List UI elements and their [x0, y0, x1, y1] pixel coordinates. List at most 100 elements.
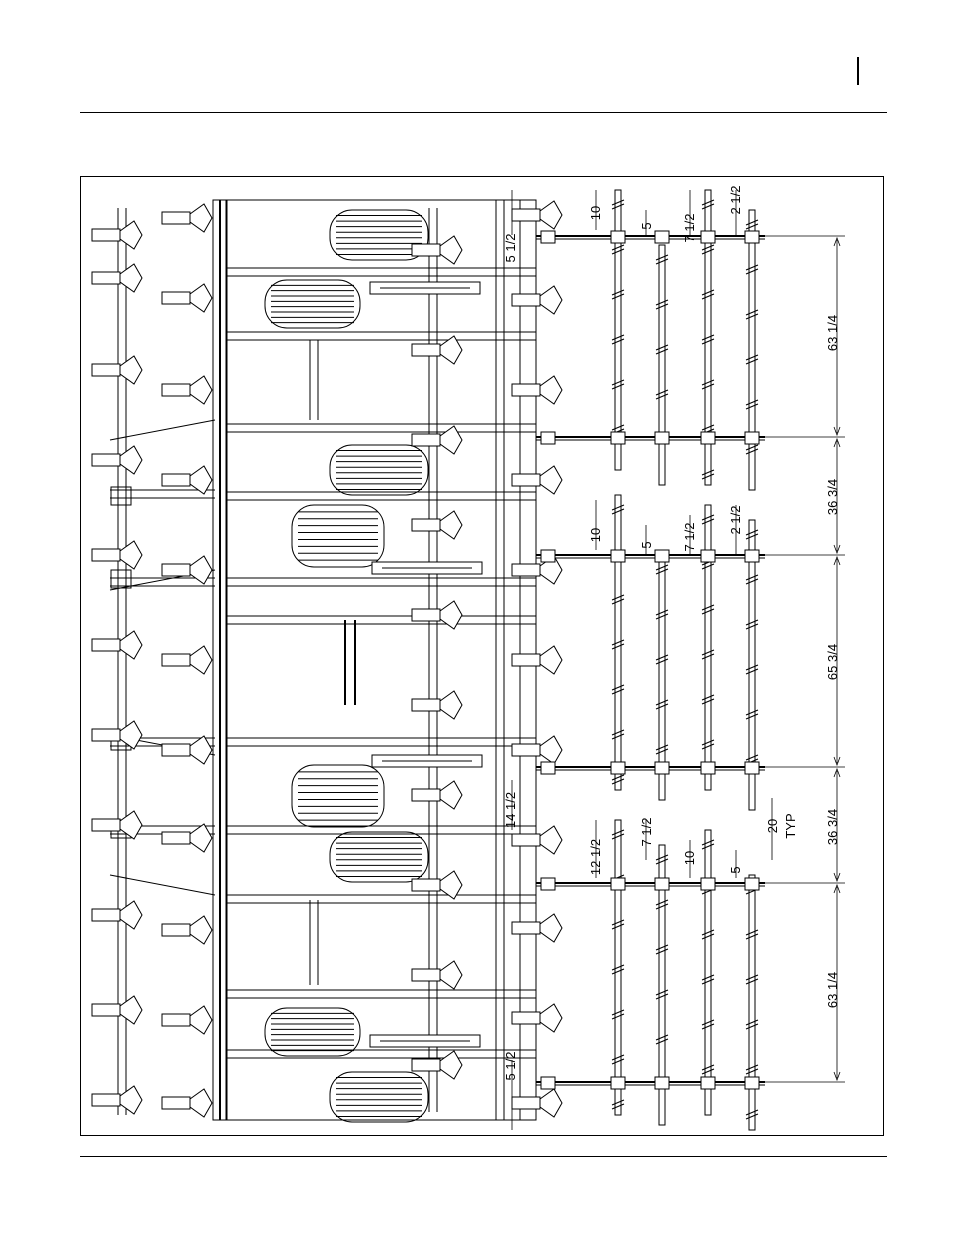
dim-10-mid: 10 — [588, 528, 603, 542]
sweep-point — [540, 1089, 562, 1117]
shank-clamp — [92, 729, 120, 741]
sweep-shank — [92, 996, 142, 1024]
sweep-shank — [92, 631, 142, 659]
sweep-shank — [162, 284, 212, 312]
harrow-clamp — [655, 1077, 669, 1089]
harrow-clamp — [611, 762, 625, 774]
dimension-labels: 10 5 7 1/2 2 1/2 5 1/2 10 5 7 1/2 2 1/2 … — [503, 186, 840, 1081]
harrow-clamp — [541, 762, 555, 774]
gauge-wheel — [330, 1072, 428, 1122]
sweep-shank — [162, 916, 212, 944]
sweep-shanks — [92, 201, 562, 1117]
sweep-point — [120, 541, 142, 569]
sweep-point — [540, 286, 562, 314]
sweep-point — [120, 811, 142, 839]
shank-clamp — [92, 229, 120, 241]
shank-clamp — [512, 209, 540, 221]
shank-clamp — [162, 474, 190, 486]
shank-clamp — [512, 294, 540, 306]
harrow-bar — [659, 245, 665, 485]
dim-7-5-low: 7 1/2 — [639, 818, 654, 847]
sweep-point — [540, 826, 562, 854]
sweep-shank — [92, 446, 142, 474]
harrow-clamp — [655, 231, 669, 243]
harrow-clamp — [541, 1077, 555, 1089]
sweep-point — [540, 646, 562, 674]
shank-clamp — [412, 1059, 440, 1071]
shank-clamp — [162, 654, 190, 666]
shank-clamp — [512, 654, 540, 666]
harrow-clamp — [745, 878, 759, 890]
shank-clamp — [512, 474, 540, 486]
sweep-point — [440, 781, 462, 809]
harrow-clamp — [611, 1077, 625, 1089]
sweep-point — [120, 996, 142, 1024]
harrow-clamp — [611, 231, 625, 243]
sweep-point — [190, 824, 212, 852]
shank-clamp — [412, 434, 440, 446]
dim-12-5-low: 12 1/2 — [588, 839, 603, 875]
dim-10-top: 10 — [588, 206, 603, 220]
shank-clamp — [512, 1012, 540, 1024]
sweep-shank — [162, 1089, 212, 1117]
harrow-bar — [749, 875, 755, 1130]
sweep-point — [190, 1089, 212, 1117]
hitch-bracket — [111, 570, 131, 588]
shank-clamp — [512, 564, 540, 576]
sweep-point — [190, 646, 212, 674]
harrow-clamp — [655, 550, 669, 562]
shank-clamp — [92, 1004, 120, 1016]
harrow-clamp — [745, 231, 759, 243]
dim-5-5-top: 5 1/2 — [503, 234, 518, 263]
shank-clamp — [512, 1097, 540, 1109]
sweep-point — [190, 376, 212, 404]
span-63-25-bottom: 63 1/4 — [825, 972, 840, 1008]
shank-clamp — [412, 344, 440, 356]
harrow-clamp — [701, 1077, 715, 1089]
dim-20-typ: 20 — [765, 819, 780, 833]
sweep-point — [190, 1006, 212, 1034]
sweep-shank — [162, 646, 212, 674]
harrow-clamp — [745, 432, 759, 444]
harrow-clamp — [611, 878, 625, 890]
harrow-clamp — [611, 432, 625, 444]
shank-clamp — [512, 834, 540, 846]
sweep-point — [120, 264, 142, 292]
sweep-point — [190, 284, 212, 312]
harrow-clamp — [541, 550, 555, 562]
shank-clamp — [512, 922, 540, 934]
dim-5-mid: 5 — [639, 541, 654, 548]
sweep-point — [190, 204, 212, 232]
dim-14-5: 14 1/2 — [503, 792, 518, 828]
sweep-point — [540, 1004, 562, 1032]
harrow-clamp — [655, 878, 669, 890]
shank-clamp — [162, 832, 190, 844]
harrow-clamp — [701, 550, 715, 562]
sweep-shank — [162, 204, 212, 232]
shank-clamp — [92, 454, 120, 466]
shank-clamp — [162, 744, 190, 756]
sweep-point — [440, 601, 462, 629]
sweep-point — [120, 901, 142, 929]
sweep-point — [440, 426, 462, 454]
harrow-clamp — [655, 762, 669, 774]
span-36-75-top: 36 3/4 — [825, 479, 840, 515]
sweep-shank — [92, 541, 142, 569]
shank-clamp — [162, 292, 190, 304]
sweep-point — [190, 556, 212, 584]
sweep-shank — [162, 1006, 212, 1034]
dim-7-5-mid: 7 1/2 — [682, 523, 697, 552]
shank-clamp — [412, 789, 440, 801]
sweep-shank — [92, 721, 142, 749]
sweep-point — [540, 736, 562, 764]
gauge-wheels — [265, 210, 428, 1122]
sweep-point — [190, 916, 212, 944]
sweep-shank — [162, 556, 212, 584]
sweep-point — [540, 376, 562, 404]
sweep-point — [540, 201, 562, 229]
dim-7-5-top: 7 1/2 — [682, 214, 697, 243]
gauge-wheel — [292, 505, 384, 567]
shank-clamp — [92, 639, 120, 651]
gauge-wheel — [265, 280, 360, 328]
